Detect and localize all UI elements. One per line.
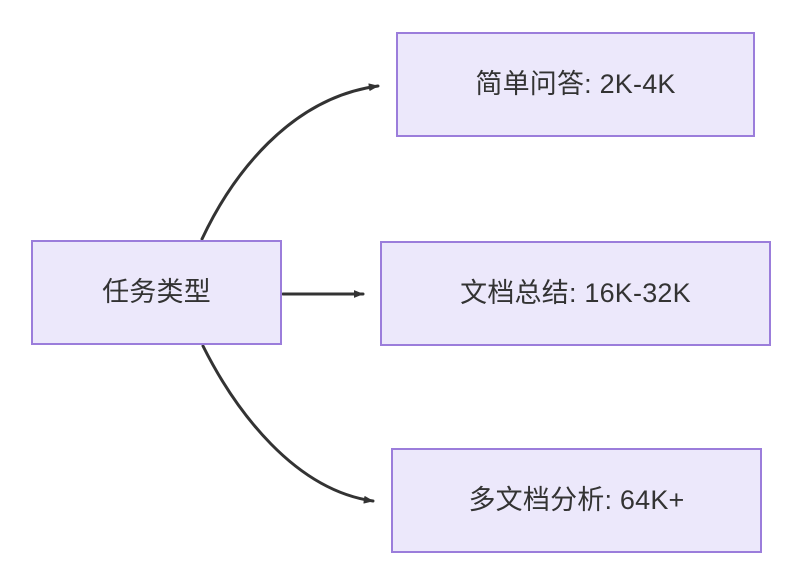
node-multi-document-analysis-label: 多文档分析: 64K+ [468,485,685,516]
node-document-summary[interactable]: 文档总结: 16K-32K [380,241,771,346]
node-multi-document-analysis[interactable]: 多文档分析: 64K+ [391,448,762,553]
edge-source-to-simple-qa [200,83,380,241]
node-task-type[interactable]: 任务类型 [31,240,282,345]
node-simple-qa-label: 简单问答: 2K-4K [475,69,676,100]
node-task-type-label: 任务类型 [102,277,211,308]
edge-source-to-multi-doc [201,344,375,504]
node-simple-qa[interactable]: 简单问答: 2K-4K [396,32,755,137]
node-document-summary-label: 文档总结: 16K-32K [460,278,691,309]
